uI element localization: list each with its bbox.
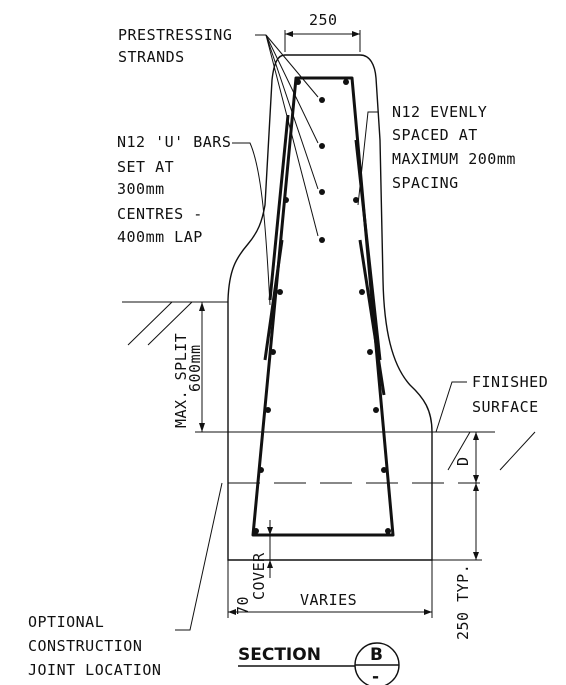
section-mark: SECTION B - bbox=[238, 642, 400, 685]
finished-line1: FINISHED bbox=[472, 373, 548, 391]
section-letter: B bbox=[370, 645, 383, 665]
u-bars-line1: N12 'U' BARS bbox=[117, 133, 231, 151]
dim-top-width-label: 250 bbox=[309, 11, 338, 29]
joint-line3: JOINT LOCATION bbox=[28, 661, 161, 679]
rebar-dot bbox=[373, 407, 379, 413]
u-bars-line4: CENTRES - bbox=[117, 205, 203, 223]
dim-typ-label: 250 TYP. bbox=[454, 564, 472, 640]
rebar-dot bbox=[295, 79, 301, 85]
joint-line2: CONSTRUCTION bbox=[28, 637, 142, 655]
dim-varies: VARIES bbox=[227, 560, 433, 618]
rebar-dot bbox=[343, 79, 349, 85]
rebar-dot bbox=[253, 528, 259, 534]
rebar-dot bbox=[265, 407, 271, 413]
label-prestressing: PRESTRESSING STRANDS bbox=[118, 26, 232, 66]
strand-dots bbox=[319, 97, 325, 243]
n12-line2: SPACED AT bbox=[392, 126, 478, 144]
dim-top-width: 250 bbox=[284, 11, 361, 52]
rebar-dot bbox=[381, 467, 387, 473]
dim-d-label: D bbox=[454, 456, 472, 466]
cover-value: 70 bbox=[234, 596, 252, 615]
finished-line2: SURFACE bbox=[472, 398, 539, 416]
max-split-value: 600mm bbox=[186, 344, 204, 392]
ground-left bbox=[122, 301, 228, 346]
leaders bbox=[175, 34, 467, 631]
section-title: SECTION bbox=[238, 645, 321, 665]
dim-max-split: MAX. SPLIT 600mm bbox=[172, 302, 205, 432]
prestressing-line1: PRESTRESSING bbox=[118, 26, 232, 44]
rebar-dots bbox=[253, 79, 391, 534]
u-bars-line3: 300mm bbox=[117, 180, 165, 198]
u-bars-line5: 400mm LAP bbox=[117, 228, 203, 246]
rebar-dot bbox=[277, 289, 283, 295]
max-split-label: MAX. SPLIT bbox=[172, 333, 190, 428]
u-bars-line2: SET AT bbox=[117, 158, 174, 176]
finished-surface-line bbox=[195, 431, 536, 471]
rebar-dot bbox=[359, 289, 365, 295]
dim-typ: 250 TYP. bbox=[432, 483, 482, 640]
label-joint: OPTIONAL CONSTRUCTION JOINT LOCATION bbox=[28, 613, 161, 679]
n12-line3: MAXIMUM 200mm bbox=[392, 150, 516, 168]
n12-line4: SPACING bbox=[392, 174, 459, 192]
rebar-dot bbox=[258, 467, 264, 473]
rebar-dot bbox=[385, 528, 391, 534]
rebar-dot bbox=[283, 197, 289, 203]
varies-label: VARIES bbox=[300, 591, 357, 609]
rebar-dot bbox=[367, 349, 373, 355]
dim-cover: 70 COVER bbox=[234, 520, 273, 615]
prestressing-line2: STRANDS bbox=[118, 48, 185, 66]
label-finished-surface: FINISHED SURFACE bbox=[472, 373, 548, 416]
reinforcement-cage bbox=[251, 76, 395, 537]
label-u-bars: N12 'U' BARS SET AT 300mm CENTRES - 400m… bbox=[117, 133, 231, 246]
n12-line1: N12 EVENLY bbox=[392, 103, 487, 121]
label-n12-even: N12 EVENLY SPACED AT MAXIMUM 200mm SPACI… bbox=[392, 103, 516, 192]
rebar-dot bbox=[270, 349, 276, 355]
dim-d: D bbox=[454, 432, 479, 483]
cover-label: COVER bbox=[250, 552, 268, 600]
joint-line1: OPTIONAL bbox=[28, 613, 104, 631]
section-dash: - bbox=[372, 667, 379, 685]
rebar-dot bbox=[353, 197, 359, 203]
